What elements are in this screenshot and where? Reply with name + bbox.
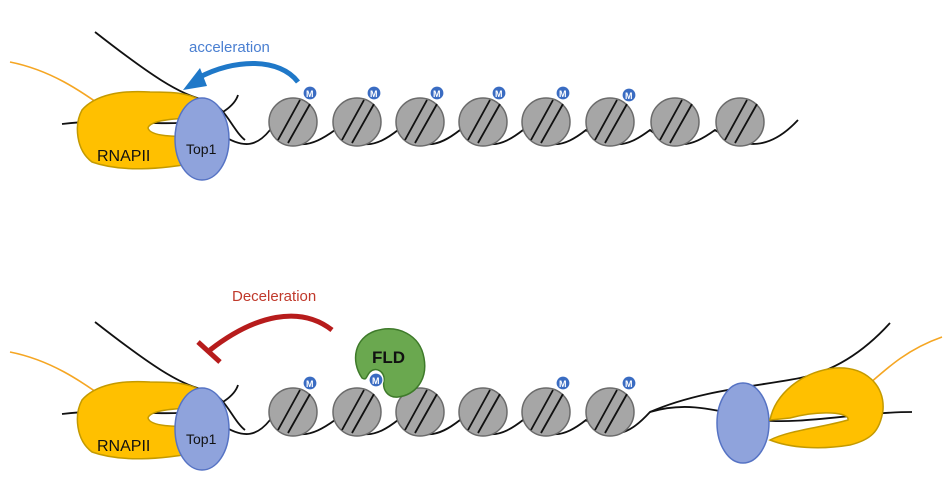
bottom-rnapii-label: RNAPII (97, 438, 150, 455)
top-nucleosome (332, 97, 382, 147)
svg-text:M: M (625, 379, 633, 389)
bottom-top1-shape (174, 387, 230, 471)
bottom-methyl-mark: M (621, 375, 637, 391)
bottom-top1-label: Top1 (186, 431, 217, 447)
bottom-top1-right-shape (716, 382, 770, 464)
top-nucleosome (268, 97, 318, 147)
bottom-panel: RNAPII Top1 Deceleration (9, 288, 943, 471)
top-top1-label: Top1 (186, 141, 217, 157)
svg-text:M: M (372, 376, 380, 386)
svg-text:M: M (433, 89, 441, 99)
svg-text:M: M (625, 91, 633, 101)
svg-text:M: M (495, 89, 503, 99)
top-acceleration-label: acceleration (189, 39, 270, 56)
top-nucleosome (650, 97, 700, 147)
top-nucleosome (521, 97, 571, 147)
bottom-nucleosome (585, 387, 635, 437)
bottom-rnapii-right-shape (768, 367, 884, 449)
svg-text:M: M (306, 379, 314, 389)
bottom-deceleration-arrow (208, 313, 334, 352)
bottom-rnapii-left-shape (76, 380, 206, 460)
top-methyl-mark: M (621, 87, 637, 103)
top-methyl-mark: M (366, 85, 382, 101)
bottom-deceleration-bar (196, 340, 222, 364)
bottom-fld-shape (354, 328, 426, 398)
bottom-nucleosome (458, 387, 508, 437)
bottom-nucleosome (268, 387, 318, 437)
top-methyl-mark: M (491, 85, 507, 101)
top-nucleosome (715, 97, 765, 147)
bottom-nucleosome (395, 387, 445, 437)
top-top1-shape (174, 97, 230, 181)
bottom-nucleosome (332, 387, 382, 437)
bottom-deceleration-label: Deceleration (232, 288, 316, 305)
svg-text:M: M (559, 89, 567, 99)
top-nucleosome (458, 97, 508, 147)
top-rnapii-shape (76, 90, 206, 170)
bottom-nucleosome (521, 387, 571, 437)
bottom-fld-label: FLD (372, 348, 405, 367)
bottom-methyl-mark-bound: M (368, 372, 384, 388)
svg-text:M: M (559, 379, 567, 389)
top-methyl-mark: M (555, 85, 571, 101)
top-dna-main (221, 119, 799, 146)
top-rnapii-label: RNAPII (97, 148, 150, 165)
top-acceleration-arrowhead (183, 68, 207, 90)
bottom-dna-strand-upper-right (649, 322, 891, 413)
top-acceleration-arrow (196, 61, 300, 84)
svg-text:M: M (370, 89, 378, 99)
top-panel: RNAPII Top1 acceleration (9, 31, 799, 181)
top-nucleosome (585, 97, 635, 147)
bottom-methyl-mark: M (555, 375, 571, 391)
top-methyl-mark: M (429, 85, 445, 101)
svg-text:M: M (306, 89, 314, 99)
bottom-methyl-mark: M (302, 375, 318, 391)
top-nucleosome (395, 97, 445, 147)
top-methyl-mark: M (302, 85, 318, 101)
